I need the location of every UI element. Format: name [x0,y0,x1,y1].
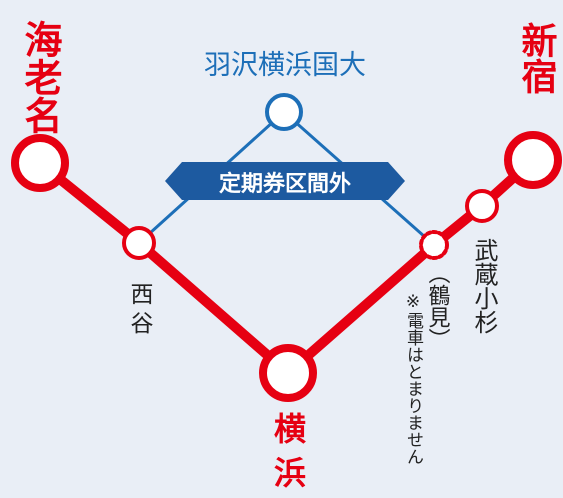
station-label-ebina: 海老名 [18,20,62,134]
no-stop-note: ※電車はとまりません [403,292,424,465]
banner-label: 定期券区間外 [219,171,351,197]
station-marker-musashikosugi [465,189,499,223]
station-label-nishiya: 西谷 [126,282,154,340]
station-label-hazawa: 羽沢横浜国大 [204,50,366,81]
station-label-tsurumi: （鶴見） [425,262,451,350]
station-label-yokohama: 横浜 [269,412,307,498]
station-marker-tsurumi [419,230,449,260]
station-marker-yokohama [259,344,317,402]
main-line-yokohama-tsurumi [283,240,439,378]
out-of-commuter-pass-banner [165,162,405,200]
station-marker-shinjuku [504,131,562,189]
station-label-shinjuku: 新宿 [516,22,558,94]
station-marker-ebina [11,134,69,192]
station-marker-nishiya [122,226,156,260]
main-line-nishiya-yokohama [134,238,293,378]
station-marker-hazawa [265,93,303,131]
station-label-musashikosugi: 武蔵小杉 [470,238,498,334]
